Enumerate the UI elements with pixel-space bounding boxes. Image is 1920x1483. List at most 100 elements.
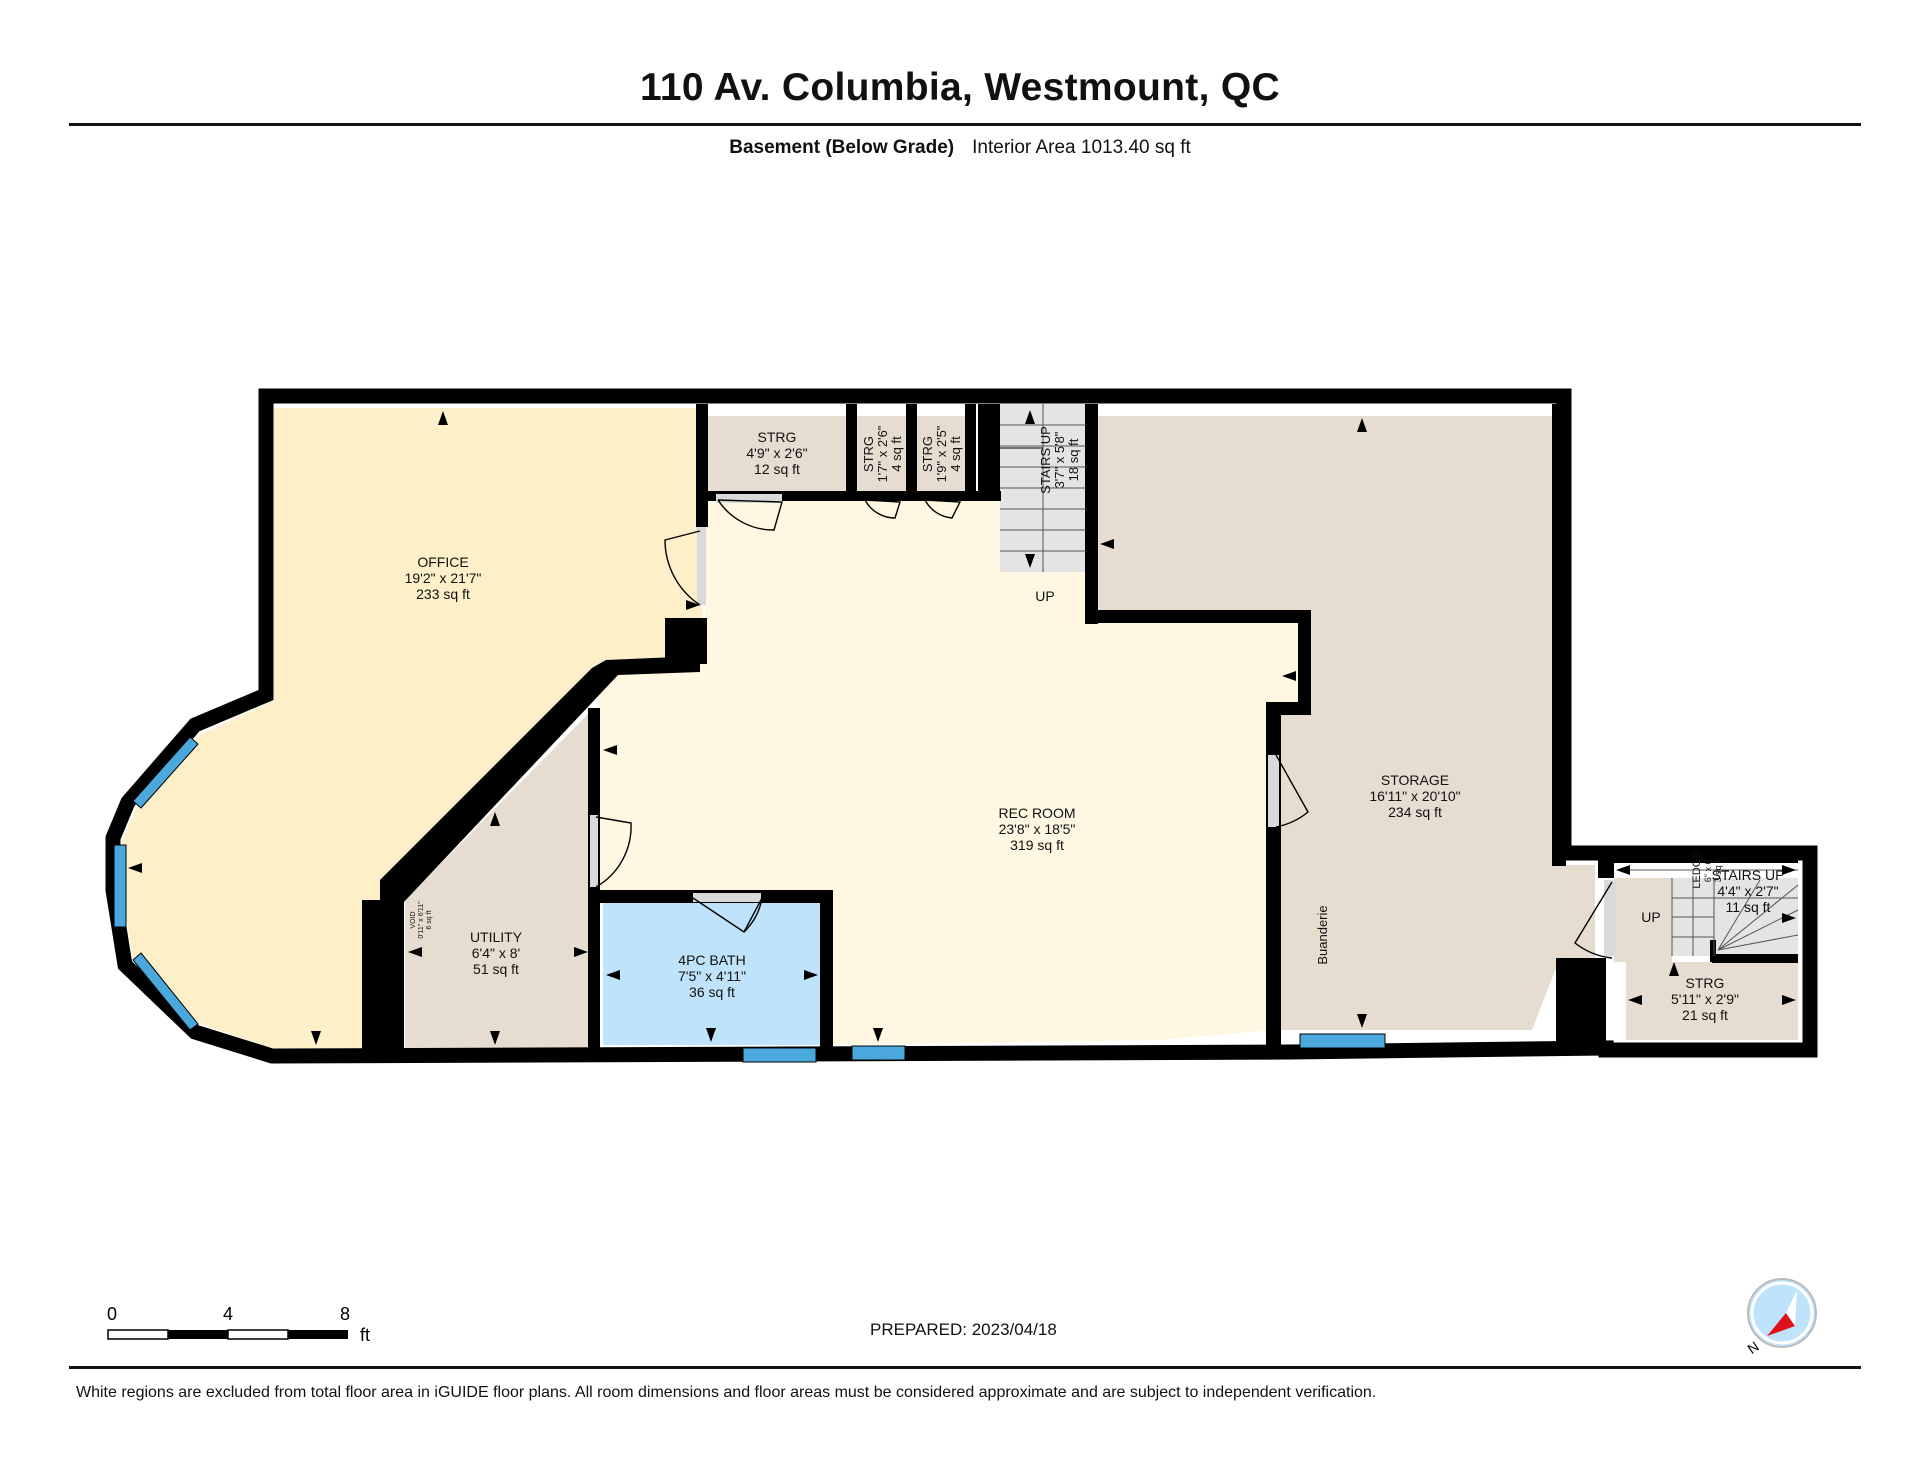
window-6 (1299, 1033, 1386, 1049)
landing-fill (1614, 878, 1672, 962)
floor-summary: Basement (Below Grade) Interior Area 1013… (0, 137, 1920, 159)
window-4 (742, 1047, 817, 1063)
compass-north-label: N (1744, 1338, 1761, 1357)
room-labels: OFFICE 19'2" x 21'7" 233 sq ft STRG 4'9"… (405, 425, 1785, 1023)
strg4-top-wall (1712, 954, 1798, 963)
strg2-fill (856, 416, 906, 492)
utility-door-leaf (590, 815, 598, 887)
strg4-area: 21 sq ft (1682, 1007, 1728, 1023)
utility-dims: 6'4" x 8' (472, 945, 520, 961)
ledge-area: 3 sq ft (1713, 857, 1723, 882)
disclaimer-text: White regions are excluded from total fl… (76, 1384, 1377, 1401)
strg1-dims: 4'9" x 2'6" (746, 445, 807, 461)
window-5 (851, 1045, 906, 1061)
rec-room-area: 319 sq ft (1010, 837, 1064, 853)
buanderie-label: Buanderie (1315, 905, 1330, 964)
window-1 (132, 736, 199, 809)
storage-dims: 16'11" x 20'10" (1369, 788, 1460, 804)
storage-area: 234 sq ft (1388, 804, 1442, 820)
stairs2-west-edge (1710, 940, 1716, 962)
doors (590, 494, 1616, 959)
storage-step-wall (1085, 610, 1310, 623)
scale-label-8: 8 (340, 1304, 350, 1324)
storage-fill (1097, 416, 1595, 1030)
landing-door-swing (1574, 881, 1613, 959)
storage-step-wall-v (1298, 610, 1311, 712)
rec-room-fill (598, 492, 1302, 1045)
stairs2-name: STAIRS UP (1712, 867, 1785, 883)
bath-door-swing (692, 897, 763, 934)
utility-door-swing (595, 816, 632, 888)
stair2-block (1598, 853, 1614, 878)
window-2 (113, 844, 127, 928)
interior-area: Interior Area 1013.40 sq ft (972, 137, 1191, 158)
storage-west-wall (1266, 702, 1281, 1050)
strg3-door-swing (924, 499, 962, 519)
stairs1-name: STAIRS UP (1038, 426, 1053, 494)
strg2-door-swing (864, 499, 901, 519)
diagonal-wall (380, 656, 700, 904)
void-area: 6 sq ft (426, 910, 433, 929)
storage-door-leaf (1268, 755, 1279, 827)
strg1-door-leaf (716, 494, 782, 503)
stairs2-dims: 4'4" x 2'7" (1717, 883, 1778, 899)
floor-label: Basement (Below Grade) (729, 137, 955, 158)
compass-north-needle (1767, 1313, 1795, 1336)
rec-room-dims: 23'8" x 18'5" (999, 821, 1076, 837)
utility-west-wall (362, 900, 404, 1055)
stairs2-area: 11 sq ft (1726, 899, 1771, 915)
dimension-markers (128, 410, 1796, 1045)
office-fill (122, 408, 705, 1048)
void-name: VOID (410, 911, 417, 928)
footer-divider (69, 1366, 1861, 1369)
scale-label-4: 4 (223, 1304, 233, 1324)
office-door-leaf (697, 527, 706, 605)
strg1-door-swing (717, 499, 783, 531)
strg3-dims: 1'9" x 2'5" (934, 425, 949, 482)
compass-south-needle (1786, 1290, 1797, 1326)
strg2-area: 4 sq ft (889, 436, 904, 472)
strg3-name: STRG (920, 436, 935, 472)
stairs1-area: 18 sq ft (1066, 438, 1081, 481)
strg2-dims: 1'7" x 2'6" (875, 425, 890, 482)
title-divider (69, 123, 1861, 126)
landing-door-leaf (1604, 880, 1616, 956)
bath-name: 4PC BATH (678, 952, 745, 968)
storage-door-swing (1275, 754, 1309, 828)
office-door-swing (664, 530, 701, 606)
office-area: 233 sq ft (416, 586, 470, 602)
stairs1-dims: 3'7" x 5'8" (1052, 431, 1067, 488)
bath-area: 36 sq ft (689, 984, 735, 1000)
strg3-east-wall (965, 404, 976, 494)
storage-west-wall-top (1085, 404, 1098, 624)
strg1-east-wall (846, 404, 857, 494)
storage-east-wall (1552, 404, 1566, 866)
ledge-name: LEDGE (1691, 851, 1703, 888)
storage-sw-block (1556, 958, 1606, 1046)
strg4-fill (1626, 962, 1798, 1040)
scale-label-0: 0 (107, 1304, 117, 1324)
scale-bar: 0 4 8 ft (107, 1304, 370, 1345)
scale-unit: ft (360, 1325, 370, 1345)
office-name: OFFICE (417, 554, 468, 570)
strg4-name: STRG (1686, 975, 1725, 991)
strg2-name: STRG (861, 436, 876, 472)
stairs1-up-label: UP (1035, 588, 1054, 604)
stair2-cap (1612, 853, 1798, 863)
window-3 (132, 952, 199, 1031)
bath-fill (603, 903, 821, 1045)
bath-east-wall (820, 890, 833, 1052)
office-rec-wall (696, 404, 708, 527)
strg2-east-wall (906, 404, 917, 494)
strg1-area: 12 sq ft (754, 461, 800, 477)
strg3-fill (916, 416, 966, 492)
strg4-dims: 5'11" x 2'9" (1671, 991, 1739, 1007)
compass-rose: N (1744, 1278, 1817, 1357)
stairs2-up-label: UP (1641, 909, 1660, 925)
strg1-name: STRG (758, 429, 797, 445)
page-title: 110 Av. Columbia, Westmount, QC (640, 66, 1280, 109)
rec-room-name: REC ROOM (999, 805, 1076, 821)
strg3-area: 4 sq ft (948, 436, 963, 472)
stairs1-treads (985, 404, 1086, 572)
